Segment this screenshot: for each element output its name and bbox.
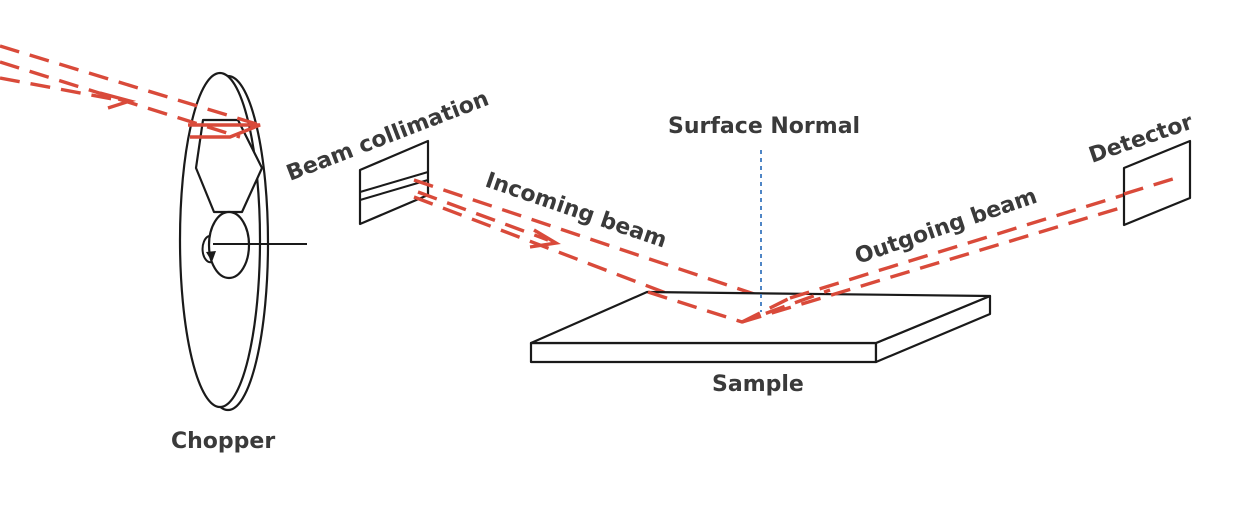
source-beam-lower xyxy=(0,76,119,102)
chopper xyxy=(178,71,307,412)
outgoing-beam-label: Outgoing beam xyxy=(852,184,1041,270)
sample-label: Sample xyxy=(712,372,804,397)
collimator-slit-top xyxy=(359,171,429,193)
surface-normal-label: Surface Normal xyxy=(668,114,860,139)
source-beam xyxy=(0,44,261,139)
source-beam-arrowhead-icon xyxy=(99,91,137,110)
collimator-slit-bottom xyxy=(359,179,429,201)
slot-beam-segment xyxy=(188,123,261,139)
chopper-label: Chopper xyxy=(171,429,275,454)
incoming-beam-upper xyxy=(413,178,761,298)
sample-front-face xyxy=(529,341,878,364)
source-beam-upper xyxy=(0,44,261,127)
rotation-arrow-icon xyxy=(201,235,213,264)
incoming-beam-arrowhead-icon xyxy=(529,228,561,249)
outgoing-beam-upper xyxy=(789,178,1173,300)
outgoing-beam-lower xyxy=(741,200,1141,324)
detector-beam-hit xyxy=(1123,176,1177,196)
outgoing-beam xyxy=(741,178,1173,324)
detector xyxy=(1122,139,1192,227)
incoming-beam-arrow-shaft xyxy=(417,190,549,242)
rotation-arrowhead-icon xyxy=(206,251,216,262)
